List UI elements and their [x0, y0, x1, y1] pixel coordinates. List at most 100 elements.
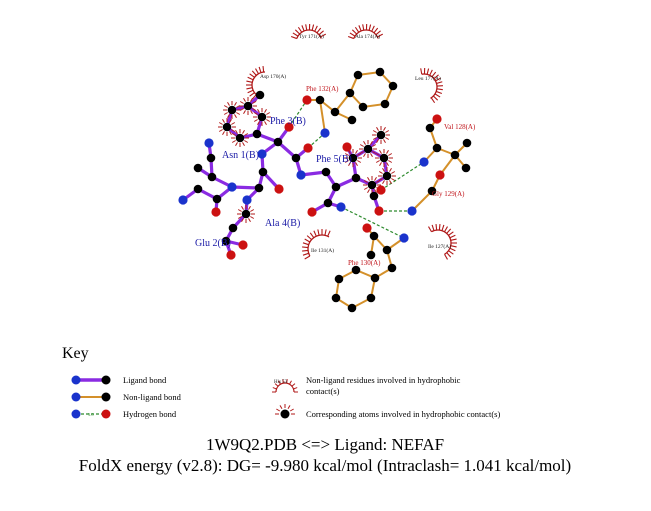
label-tyr171: Tyr 171(A) [299, 33, 324, 40]
legend-hbond-label: Hydrogen bond [123, 409, 177, 419]
carbon-atom [375, 67, 385, 77]
carbon-atom [206, 153, 216, 163]
carbon-atom [351, 173, 361, 183]
legend-carbon-atom [101, 375, 111, 385]
carbon-atom [273, 137, 283, 147]
carbon-atom [193, 184, 203, 194]
nitrogen-atom [296, 170, 306, 180]
carbon-atom [353, 70, 363, 80]
oxygen-atom [376, 185, 386, 195]
carbon-atom [334, 274, 344, 284]
legend-atom-spikes [275, 404, 295, 415]
legend-hydrophobic-atom-dot [280, 409, 290, 419]
legend-hydrophobic-atom: Corresponding atoms involved in hydropho… [275, 404, 500, 419]
legend-nitrogen-atom [71, 409, 81, 419]
label-leu177: Leu 177(A) [415, 75, 441, 82]
carbon-atom [462, 138, 472, 148]
nitrogen-atom [399, 233, 409, 243]
carbon-atom [323, 198, 333, 208]
legend-hydrophobic-arc [272, 379, 298, 393]
oxygen-atom [435, 170, 445, 180]
carbon-atom [369, 231, 379, 241]
carbon-atom [315, 95, 325, 105]
label-asn1: Asn 1(B) [222, 150, 259, 161]
legend-nitrogen-atom [71, 392, 81, 402]
legend-example-residue: His 53 [274, 380, 288, 385]
carbon-atom [207, 172, 217, 182]
caption-line1: 1W9Q2.PDB <=> Ligand: NEFAF [206, 435, 444, 454]
oxygen-atom [302, 95, 312, 105]
carbon-atom [345, 88, 355, 98]
carbon-atom [351, 265, 361, 275]
label-glu2: Glu 2(B) [195, 238, 231, 249]
oxygen-atom [307, 207, 317, 217]
label-ile131: Ile 131(A) [311, 247, 334, 254]
legend-carbon-atom [101, 392, 111, 402]
oxygen-atom [303, 143, 313, 153]
arc-asp170 [246, 66, 266, 102]
carbon-atom [380, 99, 390, 109]
carbon-atom [218, 118, 236, 136]
nitrogen-atom [242, 195, 252, 205]
carbon-atom [388, 81, 398, 91]
arc-tyr171 [290, 23, 327, 40]
carbon-atom [193, 163, 203, 173]
carbon-atom [427, 186, 437, 196]
legend-hydrophobic-residue: His 53 Non-ligand residues involved in h… [272, 375, 461, 396]
carbon-atom [375, 149, 393, 167]
label-gly129: Gly 129(A) [432, 190, 465, 198]
legend-nonligand-bond: Non-ligand bond [71, 392, 182, 402]
legend-hbond-distance: 3.0 [88, 412, 94, 417]
carbon-atom [255, 90, 265, 100]
carbon-atom [425, 123, 435, 133]
carbon-atom [237, 205, 255, 223]
legend-nonligand-label: Non-ligand bond [123, 392, 182, 402]
legend-residues-line2: contact(s) [306, 386, 340, 396]
carbon-atom [223, 101, 241, 119]
nitrogen-atom [320, 128, 330, 138]
carbon-atom [432, 143, 442, 153]
carbon-atom [347, 303, 357, 313]
legend-oxygen-atom [101, 409, 111, 419]
carbon-atom [321, 167, 331, 177]
label-phe132: Phe 132(A) [306, 85, 339, 93]
carbon-atom [359, 140, 377, 158]
carbon-atom [382, 245, 392, 255]
carbon-atom [231, 129, 249, 147]
nitrogen-atom [407, 206, 417, 216]
oxygen-atom [284, 122, 294, 132]
label-ala4: Ala 4(B) [265, 218, 300, 229]
label-ala174: Ala 174(A) [355, 33, 380, 40]
legend-ligand-label: Ligand bond [123, 375, 167, 385]
legend-hydrogen-bond: 3.0 Hydrogen bond [71, 409, 177, 419]
oxygen-atom [362, 223, 372, 233]
residue-labels: Phe 3(B) Asn 1(B) Phe 5(B) Ala 4(B) Glu … [195, 33, 476, 267]
legend: Key Ligand bond Non-ligand bond 3.0 Hydr… [62, 345, 500, 419]
carbon-atom [254, 183, 264, 193]
carbon-atom [221, 236, 231, 246]
carbon-atom [330, 107, 340, 117]
carbon-atom [366, 250, 376, 260]
label-asp170: Asp 170(A) [260, 73, 286, 80]
carbon-atom [258, 167, 268, 177]
carbon-atom [378, 167, 396, 185]
nitrogen-atom [336, 202, 346, 212]
carbon-atom [370, 273, 380, 283]
carbon-atom [228, 223, 238, 233]
label-val128: Val 128(A) [444, 123, 476, 131]
oxygen-atom [226, 250, 236, 260]
legend-ligand-bond: Ligand bond [71, 375, 167, 385]
legend-residues-line1: Non-ligand residues involved in hydropho… [306, 375, 461, 385]
carbon-atom [358, 102, 368, 112]
legend-atoms-label: Corresponding atoms involved in hydropho… [306, 409, 500, 419]
arc-leu177 [420, 67, 443, 104]
carbon-atom [363, 176, 381, 194]
oxygen-atom [432, 114, 442, 124]
carbon-atom [331, 182, 341, 192]
caption-line2: FoldX energy (v2.8): DG= -9.980 kcal/mol… [79, 456, 571, 475]
carbon-atom [461, 163, 471, 173]
nitrogen-atom [178, 195, 188, 205]
carbon-atom [253, 108, 271, 126]
nitrogen-atom [227, 182, 237, 192]
oxygen-atom [342, 142, 352, 152]
